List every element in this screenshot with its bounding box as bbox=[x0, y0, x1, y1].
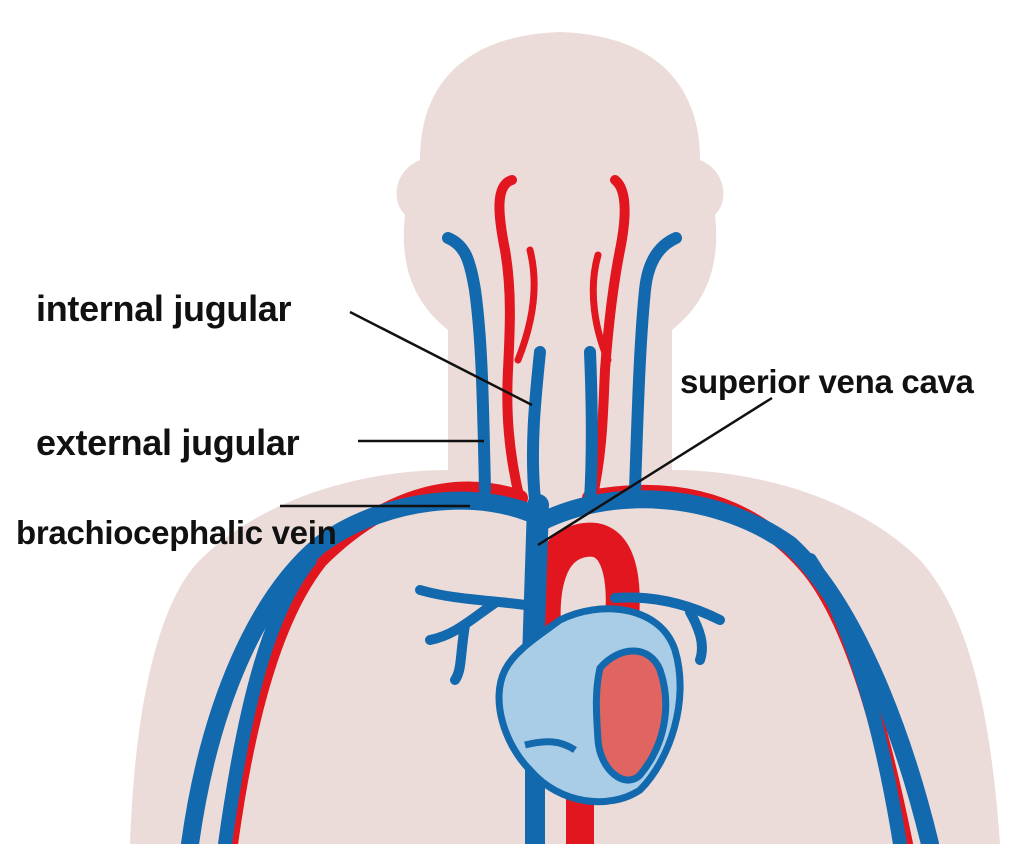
leader-internal-jugular bbox=[349, 310, 533, 407]
heart-septum bbox=[524, 738, 577, 753]
right-carotid-artery bbox=[587, 175, 630, 505]
left-cephalic-vein bbox=[218, 553, 317, 844]
pulmonary-vein-left-upper bbox=[415, 585, 530, 610]
right-internal-jugular bbox=[584, 346, 598, 506]
label-superior-vena-cava: superior vena cava bbox=[680, 363, 974, 400]
heart-left-ventricle bbox=[592, 647, 670, 784]
heart bbox=[495, 605, 684, 806]
left-carotid-artery bbox=[494, 175, 525, 505]
left-internal-jugular bbox=[526, 346, 546, 506]
label-external-jugular: external jugular bbox=[36, 422, 300, 463]
right-carotid-branch bbox=[589, 251, 612, 364]
right-brachiocephalic-vein bbox=[536, 490, 939, 844]
leader-lines bbox=[280, 310, 773, 547]
pulmonary-vein-right-upper bbox=[610, 592, 725, 625]
right-external-jugular bbox=[629, 232, 682, 496]
label-internal-jugular: internal jugular bbox=[36, 288, 292, 329]
left-carotid-branch bbox=[514, 246, 538, 364]
label-brachiocephalic-vein: brachiocephalic vein bbox=[16, 514, 337, 551]
right-cephalic-vein bbox=[803, 553, 907, 844]
veins bbox=[181, 232, 939, 844]
left-external-jugular bbox=[442, 232, 491, 496]
body-silhouette bbox=[130, 32, 1000, 844]
pulmonary-vein-left-branch bbox=[450, 620, 470, 685]
pulmonary-vein-right-lower bbox=[685, 607, 707, 665]
leader-superior-vena-cava bbox=[537, 396, 773, 547]
left-brachiocephalic-vein bbox=[181, 491, 554, 844]
